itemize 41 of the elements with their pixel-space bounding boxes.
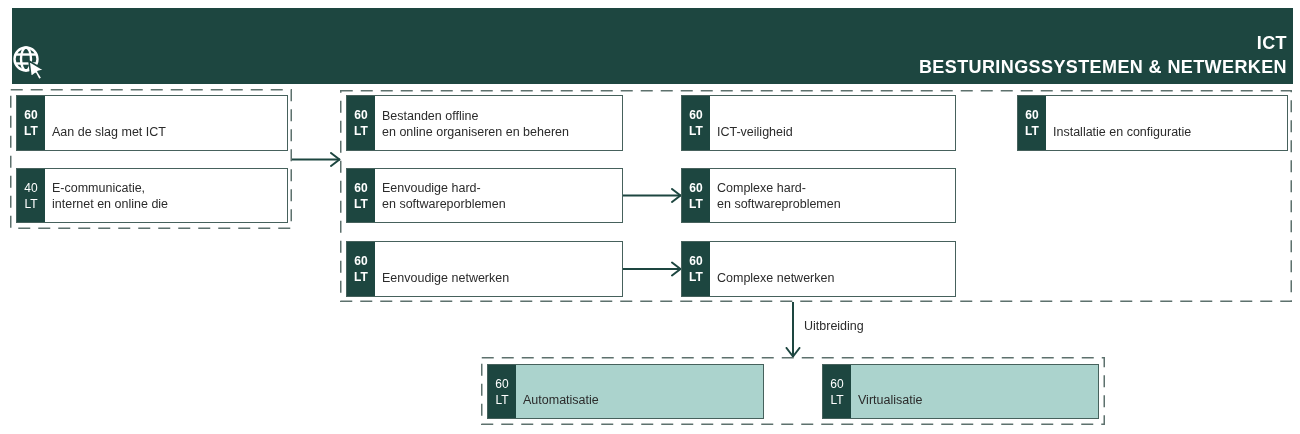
study-load-tab: 60 LT [17, 96, 45, 150]
module-card [346, 241, 623, 297]
module-card [16, 168, 288, 223]
arrow [622, 188, 682, 203]
module-card [346, 95, 623, 151]
study-load-tab: 60 LT [682, 169, 710, 222]
study-load-tab: 40 LT [17, 169, 45, 222]
module-title: Complexe netwerken [717, 270, 836, 286]
module-card [681, 241, 956, 297]
module-title: Eenvoudige hard- en softwareporblemen [382, 180, 507, 212]
study-load-tab: 60 LT [347, 169, 375, 222]
module-card [822, 364, 1099, 419]
module-card [346, 168, 623, 223]
module-title: Installatie en configuratie [1053, 124, 1193, 140]
study-load-tab: 60 LT [488, 365, 516, 418]
arrow [622, 261, 682, 277]
module-title: Complexe hard- en softwareproblemen [717, 180, 842, 212]
study-load-tab: 60 LT [823, 365, 851, 418]
arrow [291, 152, 341, 167]
module-card [487, 364, 764, 419]
module-card [1017, 95, 1288, 151]
dashed-group-frame [10, 89, 292, 229]
module-title: Automatisatie [523, 392, 600, 408]
module-title: Aan de slag met ICT [52, 124, 167, 140]
module-card [16, 95, 288, 151]
study-load-tab: 60 LT [682, 242, 710, 296]
study-load-tab: 60 LT [347, 96, 375, 150]
study-load-tab: 60 LT [347, 242, 375, 296]
dashed-group-frame [340, 90, 1292, 302]
module-title: ICT-veiligheid [717, 124, 794, 140]
study-load-tab: 60 LT [1018, 96, 1046, 150]
study-load-tab: 60 LT [682, 96, 710, 150]
module-title: Bestanden offline en online organiseren en beheren [382, 108, 570, 140]
module-title: E-communicatie, internet en online die [52, 180, 170, 212]
module-title: Eenvoudige netwerken [382, 270, 511, 286]
arrow [785, 301, 801, 358]
module-title: Virtualisatie [858, 392, 924, 408]
module-card [681, 95, 956, 151]
diagram-title: ICT BESTURINGSSYSTEMEN & NETWERKEN [918, 32, 1287, 79]
dashed-group-frame [481, 357, 1105, 425]
module-card [681, 168, 956, 223]
